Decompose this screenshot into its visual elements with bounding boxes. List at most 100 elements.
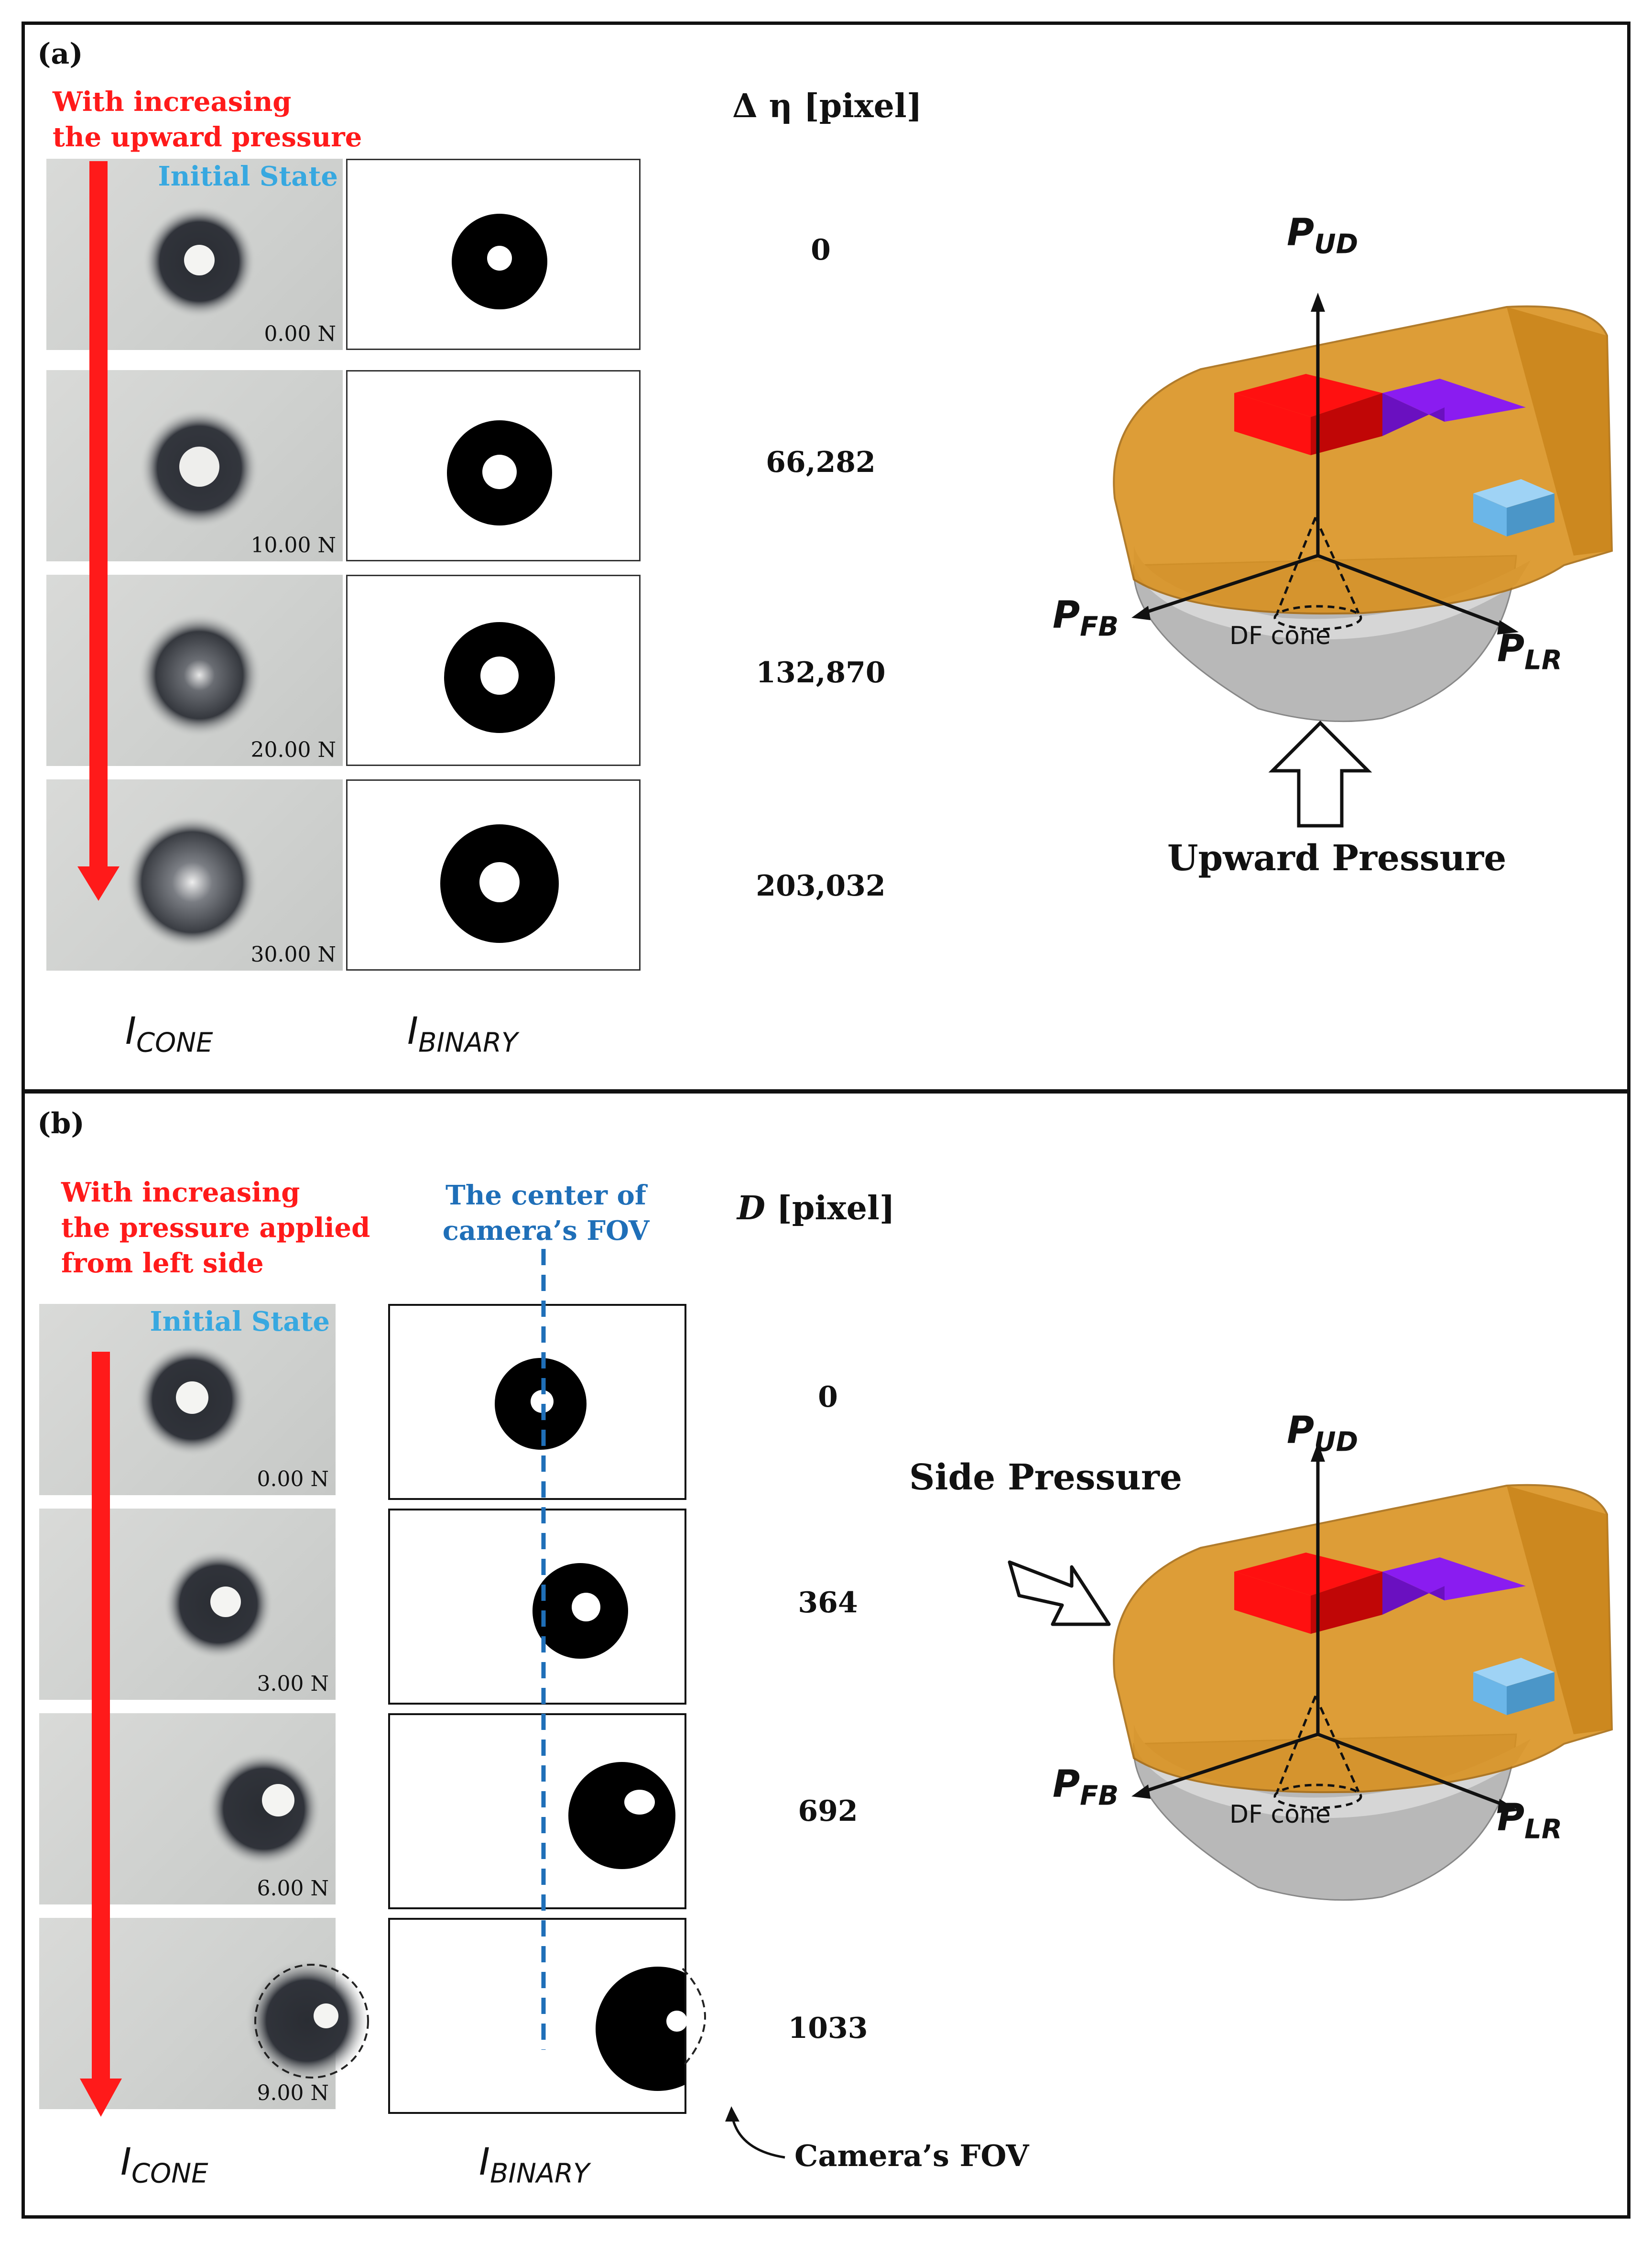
cone-image-b-1: 3.00 N	[39, 1509, 336, 1700]
axis-fb-label-a: PFB	[1053, 594, 1119, 643]
cone-blob	[245, 1959, 369, 2083]
cone-blob	[143, 205, 256, 318]
symbol: I	[407, 1010, 419, 1053]
symbol: P	[1053, 1763, 1080, 1806]
increasing-pressure-arrow	[80, 1352, 122, 2117]
col-label-cone-a: ICONE	[125, 1010, 213, 1059]
cone-image-b-3: 9.00 N	[39, 1918, 369, 2109]
symbol: I	[479, 2141, 490, 2184]
camera-fov-pointer	[725, 2106, 785, 2159]
panel-b-label: (b)	[37, 1107, 85, 1140]
d-symbol: D	[737, 1189, 765, 1227]
d-unit: [pixel]	[765, 1189, 895, 1227]
force-label: 9.00 N	[257, 2081, 329, 2105]
side-pressure-label: Side Pressure	[909, 1457, 1183, 1498]
increasing-pressure-arrow	[77, 161, 120, 901]
col-label-binary-a: IBINARY	[407, 1010, 518, 1059]
camera-fov-label: Camera’s FOV	[794, 2138, 1029, 2173]
axis-ud-label-a: PUD	[1287, 211, 1358, 260]
upward-instruction-line1: With increasing	[53, 86, 292, 118]
subscript: UD	[1314, 1426, 1359, 1458]
upward-pressure-arrow	[1268, 721, 1372, 828]
panel-a: (a) With increasing the upward pressure …	[22, 22, 1630, 1093]
d-header: D [pixel]	[737, 1189, 895, 1227]
subscript: UD	[1314, 229, 1359, 260]
initial-state-label: Initial State	[150, 1306, 330, 1337]
binary-ring	[452, 214, 547, 309]
symbol: I	[120, 2141, 132, 2184]
value-a-3: 203,032	[756, 869, 886, 903]
df-cone-label-b: DF cone	[1229, 1800, 1331, 1829]
df-cone-label-a: DF cone	[1229, 622, 1331, 650]
binary-ring	[447, 420, 552, 525]
binary-ring	[495, 1358, 587, 1450]
binary-image-b-0	[388, 1304, 686, 1500]
side-instruction-line3: from left side	[61, 1247, 264, 1279]
force-label: 20.00 N	[250, 738, 336, 762]
cone-blob	[125, 815, 259, 949]
side-pressure-arrow	[1008, 1560, 1111, 1626]
symbol: I	[125, 1010, 137, 1053]
cone-blob	[136, 1343, 249, 1456]
value-b-2: 692	[798, 1794, 858, 1828]
binary-image-a-0	[346, 159, 641, 350]
value-b-0: 0	[818, 1380, 838, 1414]
initial-state-label: Initial State	[158, 161, 338, 192]
binary-image-a-2	[346, 575, 641, 766]
force-label: 30.00 N	[250, 942, 336, 967]
fov-center-line1: The center of	[446, 1180, 646, 1211]
cone-blob	[163, 1549, 273, 1659]
subscript: LR	[1524, 1814, 1562, 1845]
cone-blob	[137, 613, 261, 737]
side-instruction-line1: With increasing	[61, 1177, 300, 1208]
subscript: FB	[1080, 611, 1119, 643]
symbol: P	[1053, 594, 1080, 637]
cone-image-b-0: Initial State 0.00 N	[39, 1304, 336, 1495]
subscript: LR	[1524, 645, 1562, 676]
value-b-1: 364	[798, 1586, 858, 1619]
force-label: 10.00 N	[250, 533, 336, 558]
binary-ring	[596, 1967, 687, 2091]
force-label: 6.00 N	[257, 1876, 329, 1901]
axis-lr-label-a: PLR	[1497, 627, 1562, 676]
binary-image-b-2	[388, 1713, 686, 1909]
sensor-illustration-b	[1113, 1443, 1613, 1901]
fov-center-line2: camera’s FOV	[442, 1215, 650, 1247]
binary-image-b-3	[388, 1918, 687, 2114]
symbol: P	[1497, 1796, 1525, 1839]
panel-a-label: (a)	[37, 37, 83, 71]
subscript: CONE	[136, 1027, 213, 1059]
binary-image-b-1	[388, 1509, 686, 1705]
delta-eta-header: Δ η [pixel]	[732, 87, 922, 125]
fov-center-line	[541, 1249, 706, 2068]
symbol: P	[1287, 1409, 1315, 1452]
panel-b: (b) With increasing the pressure applied…	[22, 1090, 1630, 2219]
col-label-binary-b: IBINARY	[479, 2141, 589, 2189]
sensor-illustration-a	[1113, 293, 1613, 722]
subscript: CONE	[131, 2158, 208, 2189]
upward-instruction-line2: the upward pressure	[53, 121, 362, 153]
axis-lr-label-b: PLR	[1497, 1796, 1562, 1845]
value-a-1: 66,282	[766, 446, 876, 479]
binary-ring	[533, 1563, 628, 1659]
force-label: 3.00 N	[257, 1672, 329, 1696]
upward-pressure-label: Upward Pressure	[1167, 838, 1507, 879]
cone-image-b-2: 6.00 N	[39, 1713, 336, 1904]
subscript: BINARY	[418, 1027, 518, 1059]
side-instruction-line2: the pressure applied	[61, 1212, 370, 1244]
value-b-3: 1033	[788, 2012, 868, 2045]
symbol: P	[1497, 627, 1525, 670]
value-a-0: 0	[811, 233, 831, 267]
binary-image-a-1	[346, 370, 641, 561]
force-label: 0.00 N	[264, 322, 336, 346]
binary-image-a-3	[346, 779, 641, 971]
value-a-2: 132,870	[756, 656, 886, 689]
binary-ring	[568, 1762, 675, 1869]
symbol: P	[1287, 211, 1315, 254]
subscript: FB	[1080, 1780, 1119, 1812]
binary-ring	[444, 622, 555, 733]
axis-fb-label-b: PFB	[1053, 1763, 1119, 1812]
force-label: 0.00 N	[257, 1467, 329, 1491]
cone-blob	[140, 408, 259, 528]
col-label-cone-b: ICONE	[120, 2141, 208, 2189]
